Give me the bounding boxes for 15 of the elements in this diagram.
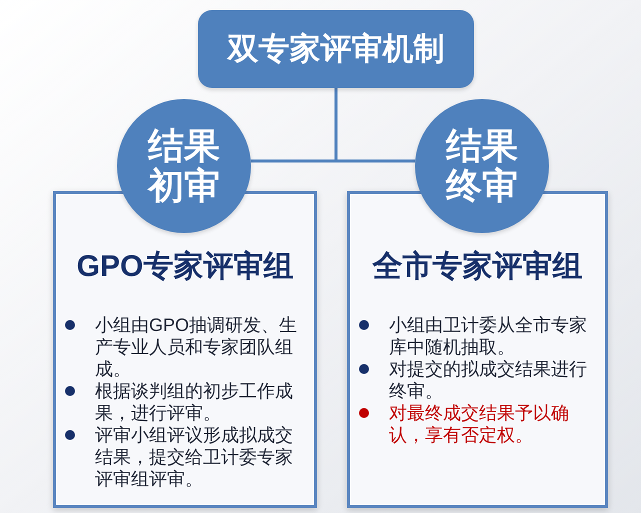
connector-line xyxy=(336,160,416,162)
panel-heading: GPO专家评审组 xyxy=(76,249,294,285)
panel-heading: 全市专家评审组 xyxy=(371,249,584,285)
bullet-text: 小组由GPO抽调研发、生产专业人员和专家团队组成。 xyxy=(95,314,298,380)
bullet-text: 对提交的拟成交结果进行终审。 xyxy=(389,358,588,402)
circle-label: 结果终审 xyxy=(446,126,518,206)
bullet-text: 小组由卫计委从全市专家库中随机抽取。 xyxy=(389,314,588,358)
title-box xyxy=(198,10,474,88)
bullet-text: 根据谈判组的初步工作成果，进行评审。 xyxy=(95,380,294,424)
connector-line xyxy=(250,160,336,162)
bullet-text: 评审小组评议形成拟成交结果，提交给卫计委专家评审组评审。 xyxy=(95,424,294,490)
bullet-text: 对最终成交结果予以确认，享有否定权。 xyxy=(389,402,570,446)
connector-line xyxy=(334,88,338,161)
circle-label: 结果初审 xyxy=(148,126,220,206)
title-text: 双专家评审机制 xyxy=(228,30,444,68)
